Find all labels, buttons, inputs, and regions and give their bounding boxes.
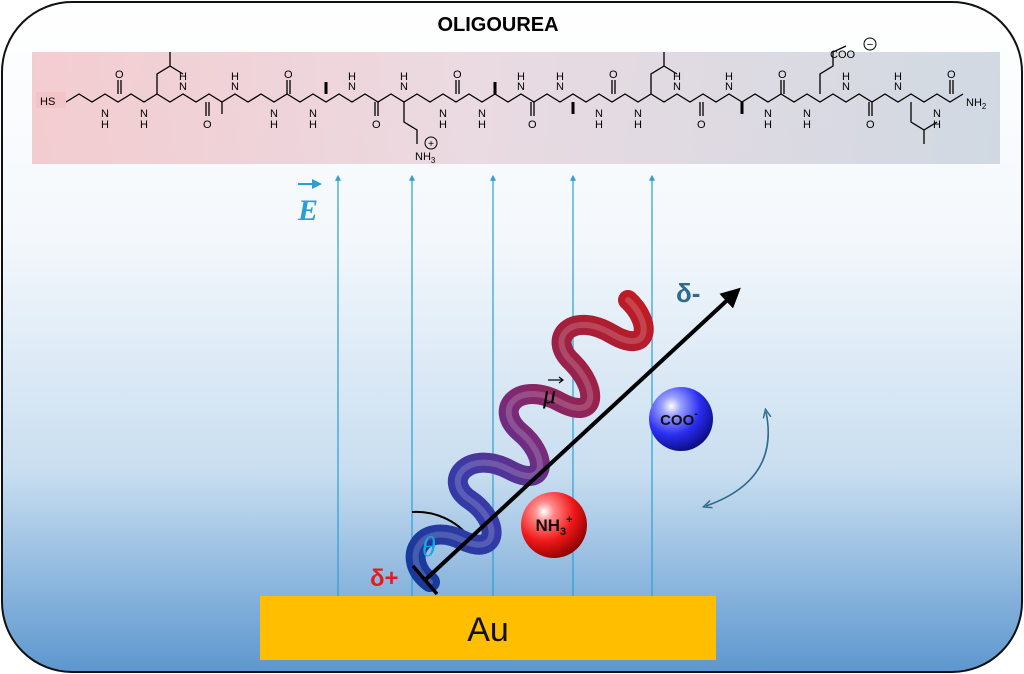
coo-ball-label: COO- bbox=[660, 408, 698, 429]
terminal-nh2-label: NH2 bbox=[966, 97, 987, 111]
nh-label: H bbox=[725, 71, 733, 83]
nh-label: N bbox=[556, 81, 564, 93]
side-chain-lys bbox=[403, 102, 418, 144]
thiol-label: HS bbox=[40, 96, 55, 108]
nh-label: N bbox=[517, 81, 525, 93]
carbonyl-o-label: O bbox=[453, 69, 462, 81]
nh-label: H bbox=[803, 119, 811, 131]
molecule-band bbox=[32, 52, 1000, 164]
coo-ball: COO- bbox=[649, 387, 713, 451]
oligourea-structure bbox=[65, 45, 964, 144]
nh-label: H bbox=[478, 119, 486, 131]
nh-label: H bbox=[101, 119, 109, 131]
dipole-label-group: μ bbox=[542, 376, 564, 409]
nh-label: N bbox=[140, 108, 148, 120]
nh-label: H bbox=[400, 71, 408, 83]
nh-label: N bbox=[894, 81, 902, 93]
nh-label: H bbox=[179, 71, 187, 83]
carbonyl-o-label: O bbox=[203, 119, 212, 131]
nh-label: N bbox=[309, 108, 317, 120]
delta-plus-label: δ+ bbox=[370, 565, 399, 592]
nh-label: N bbox=[231, 81, 239, 93]
dipole-label: μ bbox=[542, 380, 556, 409]
nh-label: N bbox=[179, 81, 187, 93]
backbone-zigzag bbox=[65, 93, 964, 103]
nh-label: N bbox=[634, 108, 642, 120]
carbonyl-o-label: O bbox=[528, 119, 537, 131]
side-chain-leu2 bbox=[650, 52, 678, 94]
delta-plus-tick bbox=[411, 564, 439, 596]
delta-minus-label: δ- bbox=[676, 278, 700, 308]
theta-label: θ bbox=[422, 532, 436, 563]
ammonium-charge-circle bbox=[424, 136, 438, 150]
nh-label: H bbox=[933, 119, 941, 131]
nh-label: N bbox=[595, 108, 603, 120]
nh-label: N bbox=[803, 108, 811, 120]
nh-label: N bbox=[842, 81, 850, 93]
nh-label: N bbox=[270, 108, 278, 120]
nh3-ball: NH3+ bbox=[521, 492, 587, 558]
nh-label: H bbox=[764, 119, 772, 131]
carbonyl-o-label: O bbox=[372, 119, 381, 131]
carbonyl-o-label: O bbox=[697, 119, 706, 131]
field-label-group: E bbox=[297, 179, 322, 227]
carboxylate-label: COO bbox=[830, 49, 856, 61]
nh-label: H bbox=[270, 119, 278, 131]
nh-label: H bbox=[348, 71, 356, 83]
gold-substrate bbox=[260, 596, 716, 660]
nh-label: N bbox=[478, 108, 486, 120]
dipole-axis bbox=[423, 287, 741, 582]
helix-highlight bbox=[412, 297, 647, 585]
nh-label: N bbox=[439, 108, 447, 120]
carbonyl-bonds bbox=[117, 80, 954, 116]
side-chain-glu bbox=[819, 45, 847, 94]
nh-label: N bbox=[400, 81, 408, 93]
nh-label: H bbox=[842, 71, 850, 83]
nh-label: H bbox=[439, 119, 447, 131]
carboxylate-charge: − bbox=[867, 39, 873, 51]
gold-label: Au bbox=[467, 611, 509, 649]
carbonyl-o-label: O bbox=[115, 69, 124, 81]
nh-label: H bbox=[517, 71, 525, 83]
figure-title: OLIGOUREA bbox=[437, 14, 558, 36]
nh-label: N bbox=[764, 108, 772, 120]
ammonium-label: NH3 bbox=[415, 151, 436, 165]
carbonyl-o-label: O bbox=[609, 69, 618, 81]
side-chain-leu3 bbox=[910, 102, 938, 144]
field-label: E bbox=[297, 194, 318, 227]
nh-label: N bbox=[348, 81, 356, 93]
side-chain-leu1 bbox=[156, 52, 184, 94]
nh-label: H bbox=[231, 71, 239, 83]
rotation-arrow bbox=[706, 412, 768, 506]
carbonyl-o-label: O bbox=[947, 69, 956, 81]
nh-label: H bbox=[556, 71, 564, 83]
atom-labels: HS N H O N H N H O N H N H O N H N H O N… bbox=[36, 37, 987, 165]
nh-label: N bbox=[725, 81, 733, 93]
nh-label: N bbox=[673, 81, 681, 93]
nh-label: N bbox=[933, 108, 941, 120]
nh-label: H bbox=[634, 119, 642, 131]
helix-coil bbox=[405, 290, 654, 592]
helix-ribbon bbox=[405, 290, 654, 592]
nh-label: H bbox=[309, 119, 317, 131]
nh-label: H bbox=[595, 119, 603, 131]
carbonyl-o-label: O bbox=[284, 69, 293, 81]
nh-label: H bbox=[894, 71, 902, 83]
carbonyl-o-label: O bbox=[866, 119, 875, 131]
ammonium-charge: + bbox=[428, 139, 434, 150]
nh-label: H bbox=[140, 119, 148, 131]
nh3-ball-label: NH3+ bbox=[535, 514, 572, 538]
carbonyl-o-label: O bbox=[778, 69, 787, 81]
nh-label: H bbox=[673, 71, 681, 83]
carboxylate-charge-circle bbox=[863, 37, 877, 51]
nh-label: N bbox=[101, 108, 109, 120]
